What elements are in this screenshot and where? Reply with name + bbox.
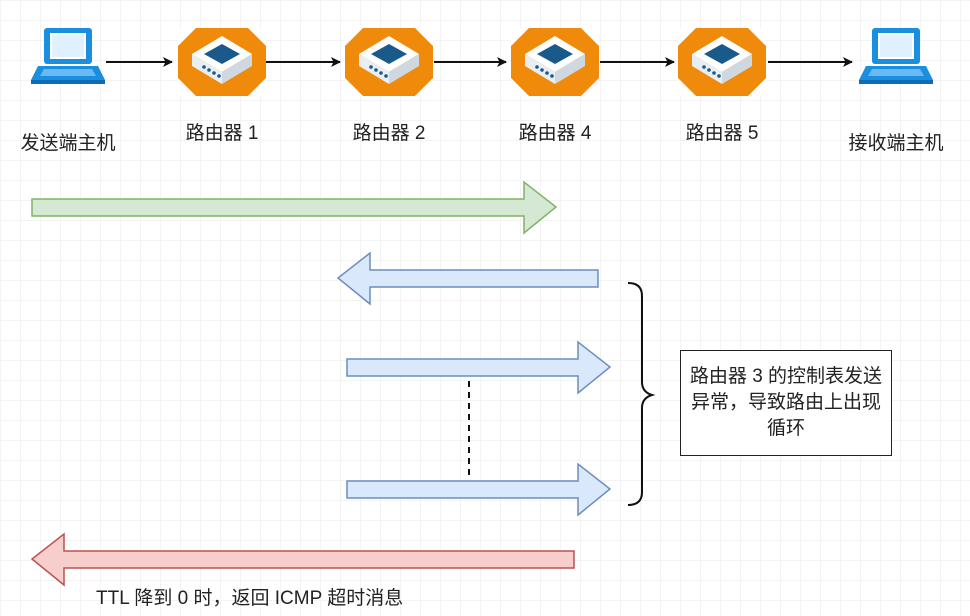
router-1-label: 路由器 1 bbox=[185, 123, 259, 144]
router-4-label: 路由器 4 bbox=[518, 123, 592, 144]
forward-arrow bbox=[31, 180, 558, 235]
receiver-computer-icon bbox=[859, 28, 933, 84]
loop-arrow-forward-2 bbox=[346, 462, 612, 517]
loop-note-text: 路由器 3 的控制表发送异常，导致路由上出现循环 bbox=[689, 366, 883, 439]
router-2-icon bbox=[345, 28, 433, 96]
loop-arrow-back bbox=[336, 251, 599, 306]
router-4-icon bbox=[511, 28, 599, 96]
sender-label: 发送端主机 bbox=[20, 133, 116, 154]
router-5-icon bbox=[678, 28, 766, 96]
receiver-label: 接收端主机 bbox=[848, 133, 944, 154]
router-2-label: 路由器 2 bbox=[352, 123, 426, 144]
return-arrow bbox=[30, 532, 575, 587]
sender-computer-icon bbox=[31, 28, 105, 84]
ttl-caption: TTL 降到 0 时，返回 ICMP 超时消息 bbox=[96, 588, 404, 609]
loop-arrow-forward-1 bbox=[346, 340, 612, 395]
loop-note-box: 路由器 3 的控制表发送异常，导致路由上出现循环 bbox=[680, 350, 892, 456]
loop-brace bbox=[627, 282, 656, 506]
router-5-label: 路由器 5 bbox=[685, 123, 759, 144]
router-1-icon bbox=[178, 28, 266, 96]
